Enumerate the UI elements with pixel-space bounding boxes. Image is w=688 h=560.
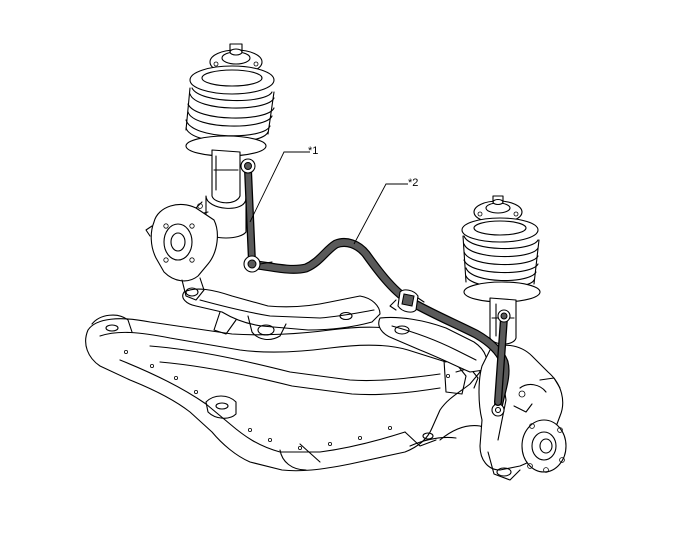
callout-1-leader	[249, 151, 310, 223]
stabilizer-link-left	[240, 158, 273, 273]
callout-1-label: *1	[308, 145, 318, 157]
front-subframe	[85, 314, 481, 472]
left-strut-assembly	[185, 43, 275, 239]
stabilizer-link-right	[494, 309, 511, 406]
callout-2-leader	[353, 183, 408, 245]
left-lower-arm	[182, 288, 381, 341]
left-knuckle	[145, 204, 218, 301]
callout-2-label: *2	[408, 177, 418, 189]
